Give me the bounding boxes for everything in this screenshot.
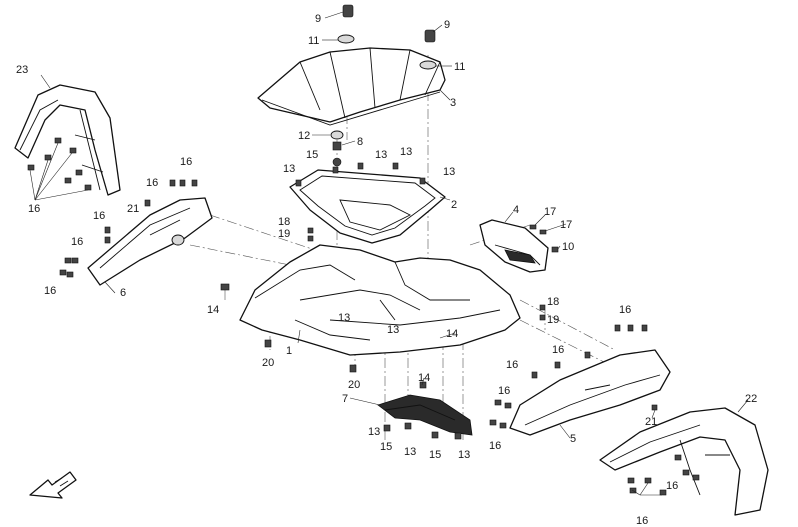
callout-13-lower-left: 13 (368, 426, 380, 438)
part-main-body (239, 244, 521, 356)
callout-18-left: 18 (278, 216, 290, 228)
callout-16-right-top: 16 (619, 304, 631, 316)
fasteners-16-side-right (489, 324, 658, 429)
callout-18-right: 18 (547, 296, 559, 308)
part-8-bushing (332, 141, 342, 151)
callout-labels: 9 9 11 11 3 12 8 15 13 13 13 13 2 23 16 … (16, 13, 757, 527)
callout-14-left: 14 (207, 304, 219, 316)
callout-1: 1 (286, 345, 292, 357)
callout-9-right: 9 (444, 19, 450, 31)
callout-22: 22 (745, 393, 757, 405)
callout-17-right: 17 (560, 219, 572, 231)
callout-4: 4 (513, 204, 519, 216)
part-14-bracket (220, 283, 230, 291)
fasteners-17-10 (529, 224, 559, 253)
callout-10: 10 (562, 241, 574, 253)
callout-16-side-bottom: 16 (44, 285, 56, 297)
callout-2: 2 (451, 199, 457, 211)
callout-21-right: 21 (645, 416, 657, 428)
callout-16-fender-right-bottom: 16 (636, 515, 648, 527)
callout-11-left: 11 (308, 35, 319, 47)
callout-16-side-mid: 16 (146, 177, 158, 189)
part-right-small-panel (479, 219, 549, 273)
callout-20-right: 20 (348, 379, 360, 391)
callout-13-lower-right: 13 (458, 449, 470, 461)
callout-16-side-top: 16 (180, 156, 192, 168)
callout-12: 12 (298, 130, 310, 142)
callout-7: 7 (342, 393, 348, 405)
callout-23: 23 (16, 64, 28, 76)
callout-19-left: 19 (278, 228, 290, 240)
fastener-9-left (342, 4, 354, 18)
fastener-9-right (424, 29, 436, 43)
callout-16-right-low: 16 (498, 385, 510, 397)
part-18-19-clip-right (539, 304, 546, 321)
callout-9-left: 9 (315, 13, 321, 25)
callout-3: 3 (450, 97, 456, 109)
callout-21-left: 21 (127, 203, 139, 215)
grommet-11-left (337, 34, 355, 44)
fasteners-13-15-lower (383, 381, 462, 440)
part-right-side-panel (509, 349, 671, 436)
part-left-side-panel (87, 197, 213, 286)
assembly-guide-lines (189, 55, 616, 440)
callout-16-right-left: 16 (506, 359, 518, 371)
callout-16-right-bottom: 16 (489, 440, 501, 452)
callout-17-top: 17 (544, 206, 556, 218)
part-12-grommet (330, 130, 344, 140)
part-storage-tray (289, 169, 446, 244)
callout-20-left: 20 (262, 357, 274, 369)
callout-13-tray-mid: 13 (375, 149, 387, 161)
callout-leader-lines (29, 11, 749, 496)
part-right-rear-fender (599, 407, 769, 516)
callout-19-right: 19 (547, 314, 559, 326)
callout-5: 5 (570, 433, 576, 445)
fasteners-16-side-left (59, 179, 198, 278)
callout-16-side-left: 16 (93, 210, 105, 222)
callout-13-tray-left: 13 (283, 163, 295, 175)
callout-8: 8 (357, 136, 363, 148)
part-lower-bracket (377, 394, 473, 436)
callout-14-body: 14 (446, 328, 458, 340)
callout-16-fender-right-upper: 16 (666, 480, 678, 492)
callout-13-body-left: 13 (338, 312, 350, 324)
callout-13-body-mid: 13 (387, 324, 399, 336)
callout-13-lower-mid: 13 (404, 446, 416, 458)
part-20-clip-right (349, 364, 357, 373)
callout-16-fender-left: 16 (28, 203, 40, 215)
callout-16-side-low: 16 (71, 236, 83, 248)
callout-6: 6 (120, 287, 126, 299)
callout-13-tray-far: 13 (443, 166, 455, 178)
fasteners-13-tray (295, 162, 426, 187)
callout-14-lower: 14 (418, 372, 430, 384)
callout-15-lower-right: 15 (429, 449, 441, 461)
part-18-19-clip-left (307, 227, 314, 242)
part-15-fastener-top (332, 157, 342, 167)
fasteners-16-fender-left (27, 137, 92, 191)
callout-15-top: 15 (306, 149, 318, 161)
callout-11-right: 11 (454, 61, 465, 73)
part-top-cover (257, 47, 446, 126)
part-20-clip-left (264, 339, 272, 348)
callout-16-right-mid: 16 (552, 344, 564, 356)
callout-13-tray-right: 13 (400, 146, 412, 158)
part-left-front-fender (14, 84, 121, 196)
grommet-11-right (419, 60, 437, 70)
callout-15-lower-left: 15 (380, 441, 392, 453)
front-direction-arrow-icon (29, 471, 77, 499)
